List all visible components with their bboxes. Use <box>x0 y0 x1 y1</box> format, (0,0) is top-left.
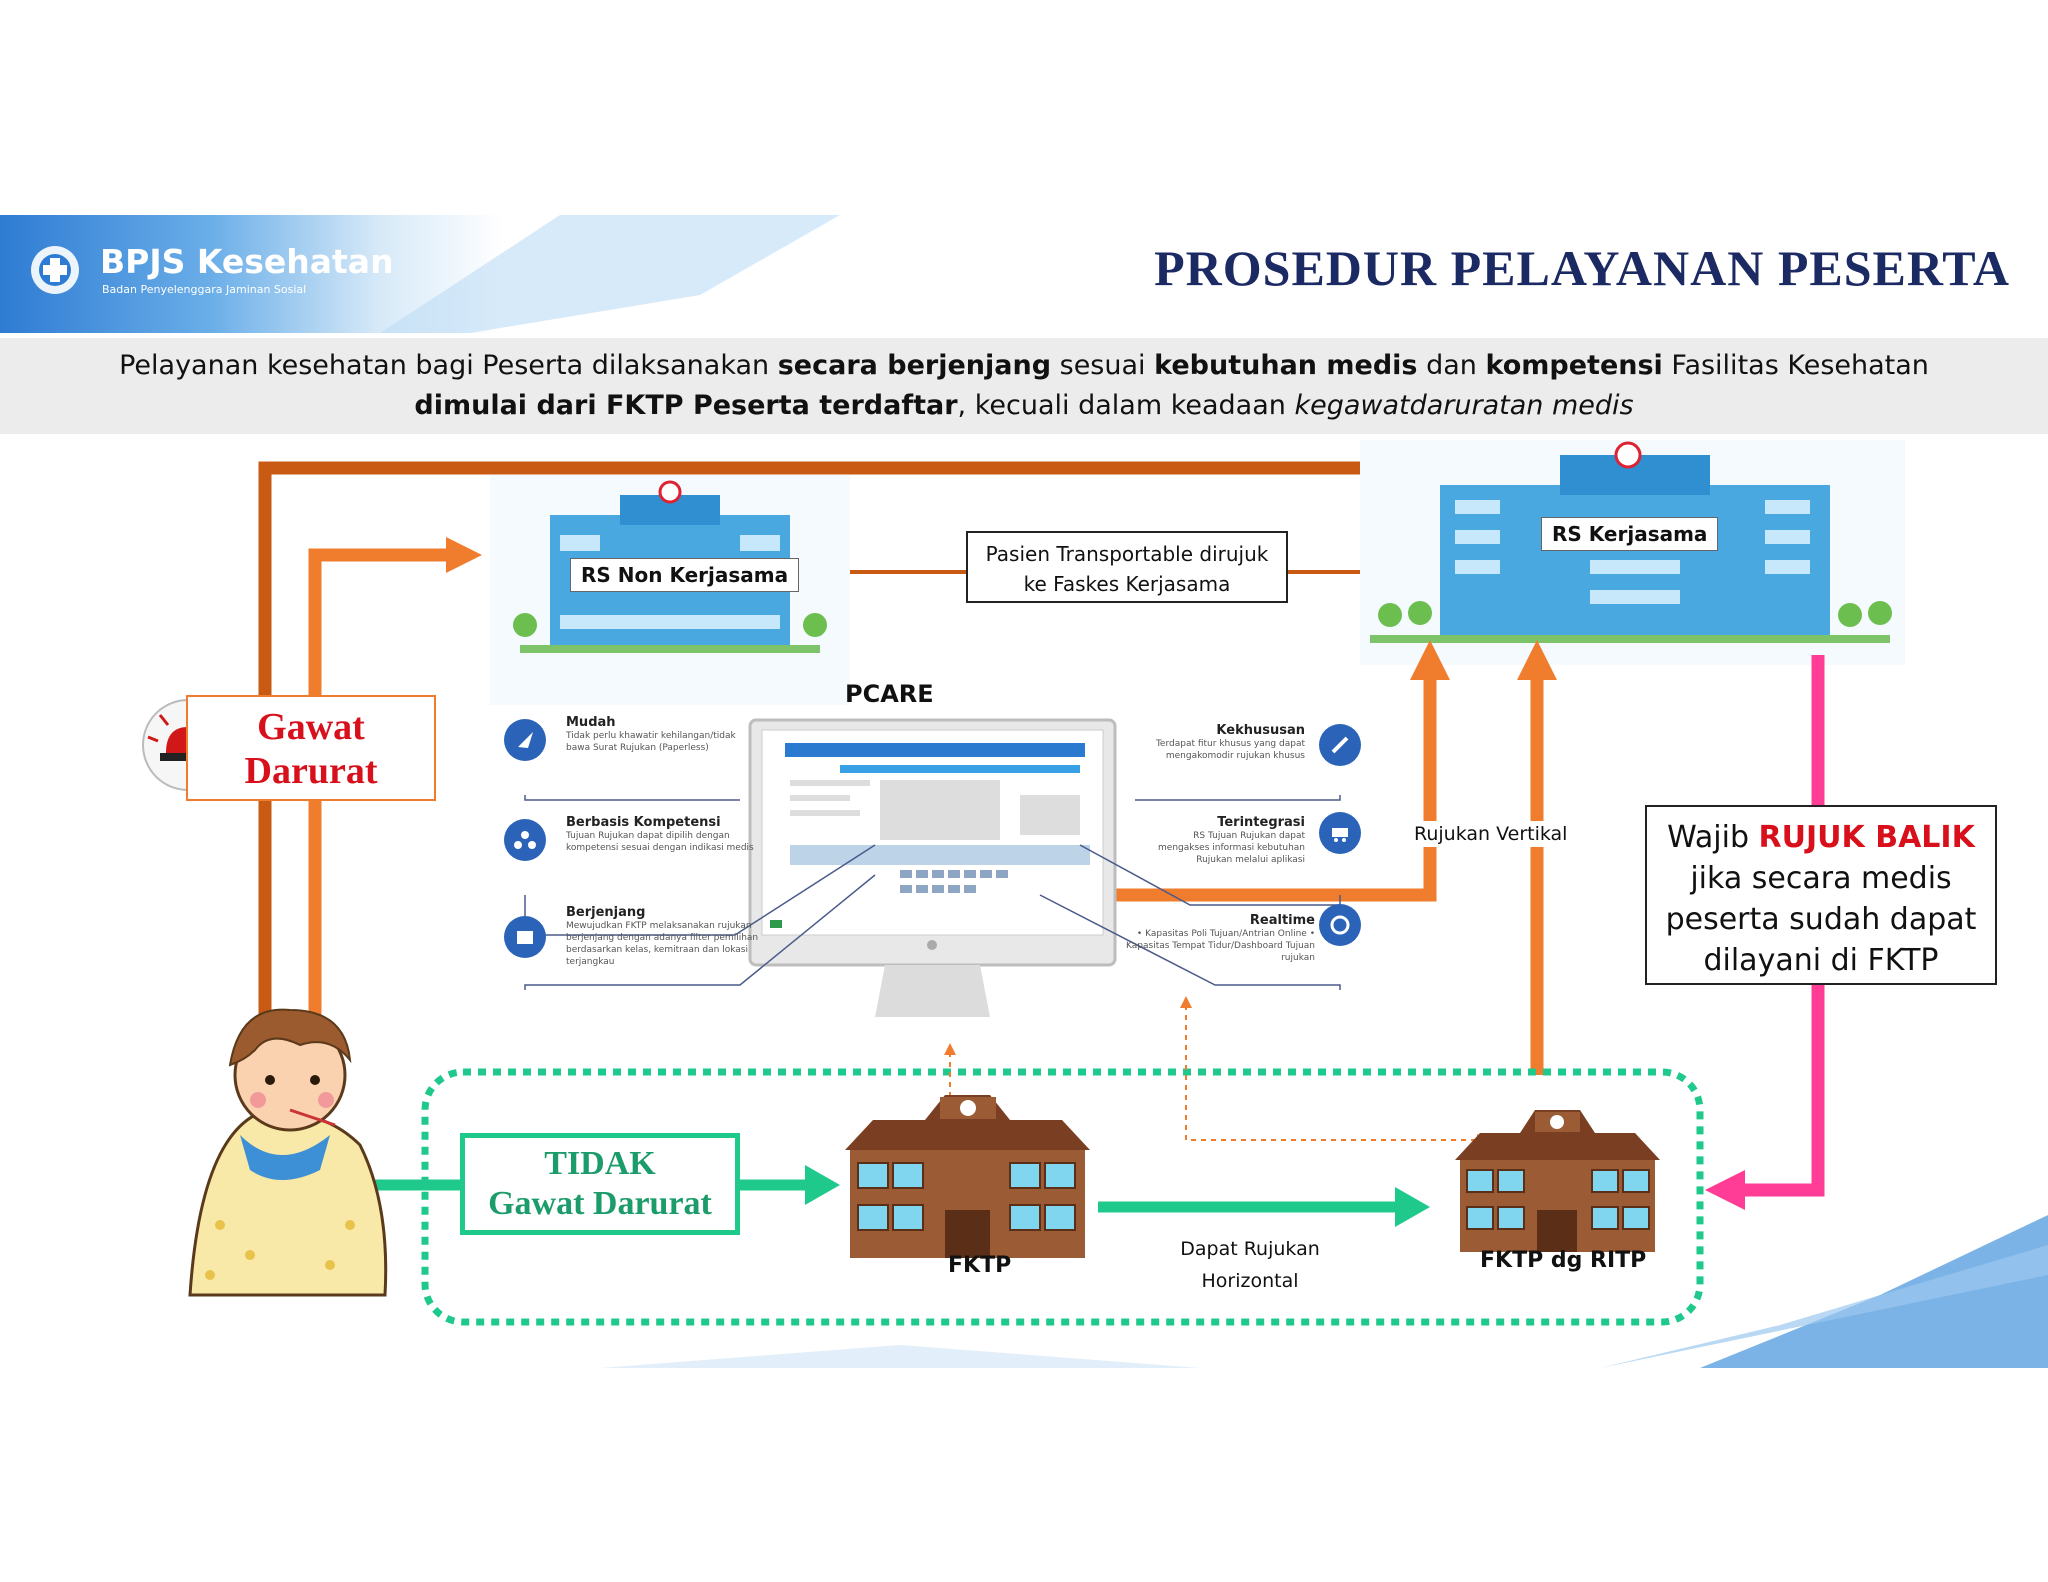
fktp-building-illustration <box>845 1095 1090 1258</box>
pcare-feature-connectors <box>524 795 1341 990</box>
feature-icon-berjenjang <box>504 916 546 958</box>
pcare-title: PCARE <box>845 680 934 708</box>
transport-note: Pasien Transportable dirujuk ke Faskes K… <box>966 531 1288 603</box>
pcare-feature-realtime: Realtime • Kapasitas Poli Tujuan/Antrian… <box>1126 913 1315 963</box>
rujuk-balik-note: Wajib RUJUK BALIK jika secara medis pese… <box>1645 805 1997 985</box>
pcare-feature-kekhususan: Kekhususan Terdapat fitur khusus yang da… <box>1155 723 1305 761</box>
page-title: PROSEDUR PELAYANAN PESERTA <box>1154 240 2010 296</box>
tidak-gawat-darurat-box: TIDAK Gawat Darurat <box>460 1133 740 1235</box>
diagram-canvas <box>0 215 2048 1368</box>
arrow-emergency-rs-non <box>308 548 450 1035</box>
primary-care-boundary <box>421 1068 1704 1326</box>
pcare-feature-kompetensi: Berbasis Kompetensi Tujuan Rujukan dapat… <box>566 815 754 853</box>
pcare-monitor-illustration <box>748 718 1117 1017</box>
arrow-vertikal-fktp <box>1100 675 1437 902</box>
pcare-feature-terintegrasi: Terintegrasi RS Tujuan Rujukan dapat men… <box>1158 815 1305 865</box>
gawat-line-1: Gawat <box>257 706 365 748</box>
fktp-ritp-building-illustration <box>1455 1110 1660 1252</box>
fktp-ritp-label: FKTP dg RITP <box>1480 1248 1647 1273</box>
slide: BPJS Kesehatan Badan Penyelenggara Jamin… <box>0 215 2048 1368</box>
fktp-label: FKTP <box>948 1253 1012 1278</box>
feature-icon-mudah <box>504 719 546 761</box>
feature-icon-realtime <box>1319 904 1361 946</box>
pcare-feature-berjenjang: Berjenjang Mewujudkan FKTP melaksanakan … <box>566 905 759 967</box>
logo-tagline: Badan Penyelenggara Jaminan Sosial <box>102 283 307 296</box>
sick-patient-illustration <box>188 1008 388 1297</box>
feature-icon-kompetensi <box>504 819 546 861</box>
feature-icon-kekhususan <box>1319 724 1361 766</box>
rs-kerjasama-label: RS Kerjasama <box>1541 517 1719 551</box>
feature-icon-terintegrasi <box>1319 812 1361 854</box>
logo-name: BPJS Kesehatan <box>100 242 394 281</box>
gawat-darurat-box: Gawat Darurat <box>186 695 436 801</box>
tidak-line-2: Gawat Darurat <box>488 1185 712 1222</box>
dotted-link-ritp <box>1185 1005 1480 1141</box>
vertikal-label: Rujukan Vertikal <box>1410 821 1572 847</box>
horizontal-label: Dapat Rujukan Horizontal <box>1180 1238 1320 1292</box>
intro-statement: Pelayanan kesehatan bagi Peserta dilaksa… <box>0 338 2048 434</box>
footer-wave <box>1700 1215 2048 1368</box>
pcare-feature-mudah: Mudah Tidak perlu khawatir kehilangan/ti… <box>566 715 736 753</box>
gawat-line-2: Darurat <box>244 750 378 792</box>
rs-non-kerjasama-label: RS Non Kerjasama <box>570 558 800 592</box>
tidak-line-1: TIDAK <box>544 1145 656 1182</box>
bpjs-logo-icon <box>31 246 79 294</box>
arrow-emergency-rs-kerjasama <box>258 461 1480 1035</box>
rs-kerjasama-building-illustration <box>1360 440 1905 665</box>
